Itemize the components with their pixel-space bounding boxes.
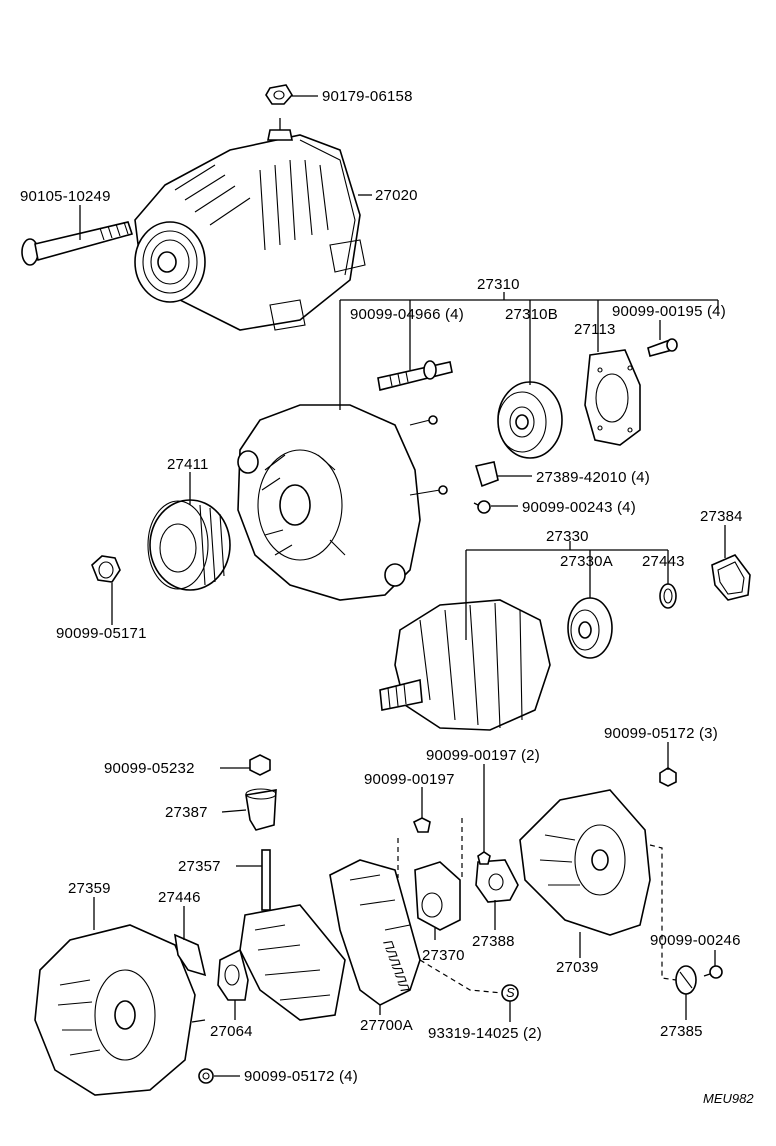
label-27385: 27385	[660, 1023, 703, 1040]
label-90179-06158: 90179-06158	[322, 88, 413, 105]
label-27039: 27039	[556, 959, 599, 976]
label-27310b: 27310B	[505, 306, 558, 323]
nut-90099-05172-4-drawing	[198, 1068, 214, 1084]
stud-bolt-90099-04966-drawing	[377, 360, 453, 391]
cover-27384-drawing	[711, 554, 751, 601]
label-93319-14025: 93319-14025 (2)	[428, 1025, 542, 1042]
label-27113: 27113	[574, 321, 616, 338]
label-27446: 27446	[158, 889, 201, 906]
label-90105-10249: 90105-10249	[20, 188, 111, 205]
screw-90099-00195-drawing	[647, 338, 678, 357]
rectifier-27357-drawing	[239, 849, 346, 1021]
label-27443: 27443	[642, 553, 685, 570]
washer-mark: S	[506, 985, 515, 1000]
label-27020: 27020	[375, 187, 418, 204]
label-27359: 27359	[68, 880, 111, 897]
label-27310: 27310	[477, 276, 520, 293]
label-27370: 27370	[422, 947, 465, 964]
label-27330: 27330	[546, 528, 589, 545]
screw-90099-00197-drawing	[412, 817, 431, 833]
retainer-plate-27113-drawing	[584, 349, 641, 446]
label-90099-04966: 90099-04966 (4)	[350, 306, 464, 323]
bushing-27385-drawing	[675, 965, 697, 995]
clip-27389-42010-drawing	[474, 461, 499, 488]
plate-27446-drawing	[173, 933, 207, 977]
label-27387: 27387	[165, 804, 208, 821]
bearing-27310b-drawing	[497, 381, 563, 459]
nut-90099-05172-3-drawing	[659, 767, 677, 787]
part-labels: 90179-06158 90105-10249 27020 27310 9009…	[20, 88, 754, 1106]
label-27384: 27384	[700, 508, 743, 525]
label-27411: 27411	[167, 456, 209, 473]
rear-cover-27039-drawing	[519, 789, 651, 936]
label-27330a: 27330A	[560, 553, 613, 570]
nut-90099-05171-drawing	[91, 555, 121, 583]
label-90099-05232: 90099-05232	[104, 760, 195, 777]
front-housing-drawing	[237, 404, 448, 601]
ring-27443-drawing	[659, 583, 677, 609]
label-90099-05172-4: 90099-05172 (4)	[244, 1068, 358, 1085]
label-27064: 27064	[210, 1023, 253, 1040]
bearing-27330a-drawing	[567, 597, 613, 659]
alternator-assembly-drawing	[134, 118, 366, 331]
cover-27388-drawing	[475, 859, 519, 903]
nut-90179-06158-drawing	[265, 84, 293, 105]
label-90099-00197-2: 90099-00197 (2)	[426, 747, 540, 764]
screw-90099-00246-drawing	[703, 965, 723, 979]
washer-93319-14025-drawing: S	[501, 984, 519, 1002]
figure-code: MEU982	[703, 1091, 754, 1106]
end-frame-27359-drawing	[34, 924, 206, 1096]
screw-90099-00243-drawing	[473, 500, 491, 514]
nut-90099-05232-drawing	[249, 754, 271, 776]
gasket-27064-drawing	[217, 948, 249, 1001]
label-90099-00197: 90099-00197	[364, 771, 455, 788]
label-90099-00243: 90099-00243 (4)	[522, 499, 636, 516]
label-90099-00246: 90099-00246	[650, 932, 741, 949]
label-27700a: 27700A	[360, 1017, 413, 1034]
brush-holder-27370-drawing	[414, 861, 461, 931]
label-27389-42010: 27389-42010 (4)	[536, 469, 650, 486]
label-27388: 27388	[472, 933, 515, 950]
screw-90099-00197-2-drawing	[477, 842, 491, 865]
assembly-dashed-lines	[397, 818, 677, 994]
label-27357: 27357	[178, 858, 221, 875]
label-90099-00195: 90099-00195 (4)	[612, 303, 726, 320]
leader-lines	[79, 95, 726, 1077]
pulley-27411-drawing	[147, 499, 231, 591]
insulator-27387-drawing	[245, 788, 277, 831]
bolt-90105-10249-drawing	[21, 221, 134, 266]
rotor-27330-drawing	[379, 599, 551, 731]
regulator-27700a-drawing: ПЛЛЛЛЛ	[329, 859, 421, 1006]
label-90099-05172-3: 90099-05172 (3)	[604, 725, 718, 742]
label-90099-05171: 90099-05171	[56, 625, 147, 642]
